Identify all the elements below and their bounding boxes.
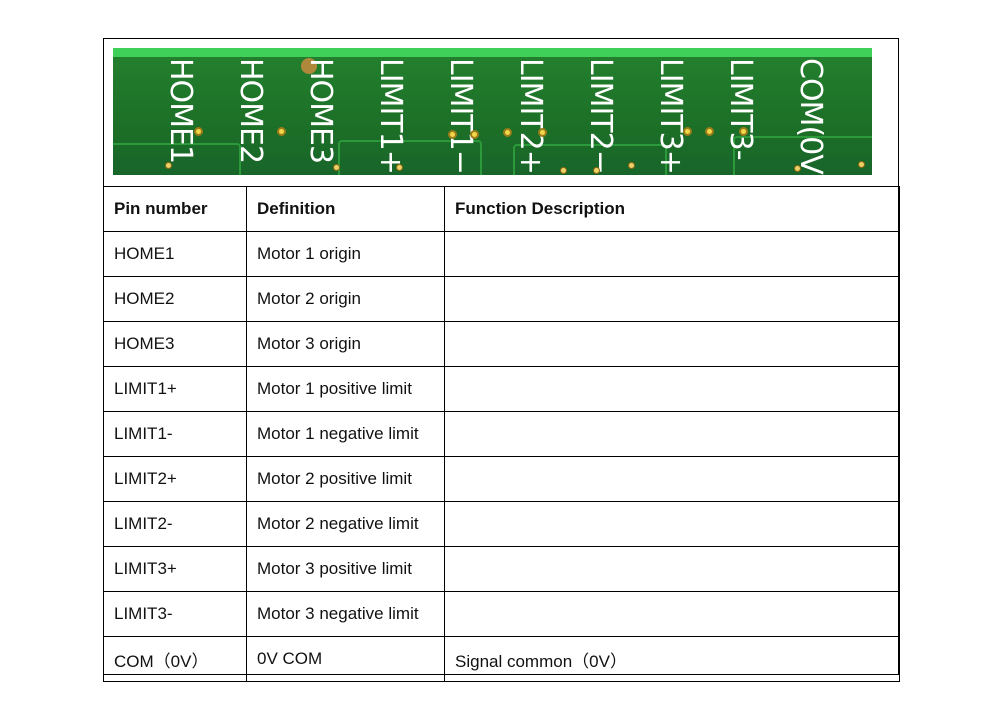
pcb-label-limit1-minus: LIMIT1− [443, 58, 478, 174]
solder-pad [683, 127, 692, 136]
pcb-trace [513, 144, 667, 175]
pin-cell: LIMIT2+ [103, 456, 247, 502]
table-row: HOME3 Motor 3 origin [103, 321, 900, 367]
solder-pad [448, 130, 457, 139]
pin-definition-table: Pin number Definition Function Descripti… [103, 186, 900, 682]
pcb-trace [733, 136, 872, 175]
pin-cell: LIMIT3+ [103, 546, 247, 592]
pin-cell: LIMIT1- [103, 411, 247, 457]
pcb-label-limit2-minus: LIMIT2− [583, 58, 618, 174]
pin-cell: HOME3 [103, 321, 247, 367]
via-hole [858, 161, 865, 168]
table-header-row: Pin number Definition Function Descripti… [103, 186, 900, 232]
solder-pad [503, 128, 512, 137]
via-hole [396, 164, 403, 171]
pin-cell: LIMIT1+ [103, 366, 247, 412]
solder-pad [705, 127, 714, 136]
pcb-label-home2: HOME2 [233, 58, 268, 164]
header-definition: Definition [246, 186, 445, 232]
definition-cell: Motor 3 negative limit [246, 591, 445, 637]
solder-blob [301, 58, 317, 74]
solder-pad [277, 127, 286, 136]
pcb-label-home1: HOME1 [163, 58, 198, 164]
pin-cell: HOME2 [103, 276, 247, 322]
pcb-label-home3: HOME3 [303, 58, 338, 164]
pcb-trace [113, 143, 241, 175]
definition-cell: Motor 1 negative limit [246, 411, 445, 457]
function-cell [444, 411, 900, 457]
via-hole [628, 162, 635, 169]
via-hole [333, 164, 340, 171]
via-hole [165, 162, 172, 169]
table-row: COM（0V） 0V COM Signal common（0V） [103, 636, 900, 682]
definition-cell: Motor 1 positive limit [246, 366, 445, 412]
via-hole [794, 165, 801, 172]
header-pin-number: Pin number [103, 186, 247, 232]
function-cell [444, 591, 900, 637]
solder-pad [470, 130, 479, 139]
definition-cell: Motor 3 positive limit [246, 546, 445, 592]
pin-cell: LIMIT2- [103, 501, 247, 547]
definition-cell: Motor 3 origin [246, 321, 445, 367]
pcb-label-limit3-plus: LIMIT3+ [653, 58, 688, 174]
function-cell [444, 231, 900, 277]
definition-cell: Motor 2 negative limit [246, 501, 445, 547]
pin-cell: COM（0V） [103, 636, 247, 682]
definition-cell: Motor 2 origin [246, 276, 445, 322]
pcb-label-limit1-plus: LIMIT1+ [373, 58, 408, 174]
function-cell [444, 276, 900, 322]
table-row: HOME2 Motor 2 origin [103, 276, 900, 322]
solder-pad [739, 127, 748, 136]
solder-pad [194, 127, 203, 136]
via-hole [560, 167, 567, 174]
definition-cell: Motor 2 positive limit [246, 456, 445, 502]
table-row: LIMIT3+ Motor 3 positive limit [103, 546, 900, 592]
via-hole [593, 167, 600, 174]
function-cell [444, 321, 900, 367]
pin-cell: HOME1 [103, 231, 247, 277]
pcb-label-limit3-minus: LIMIT3- [723, 58, 758, 160]
table-row: LIMIT2+ Motor 2 positive limit [103, 456, 900, 502]
definition-cell: 0V COM [246, 636, 445, 682]
table-row: LIMIT3- Motor 3 negative limit [103, 591, 900, 637]
table-row: LIMIT1- Motor 1 negative limit [103, 411, 900, 457]
header-function-description: Function Description [444, 186, 900, 232]
table-row: HOME1 Motor 1 origin [103, 231, 900, 277]
definition-cell: Motor 1 origin [246, 231, 445, 277]
connector-strip [113, 48, 872, 57]
function-cell [444, 501, 900, 547]
pin-cell: LIMIT3- [103, 591, 247, 637]
function-cell [444, 546, 900, 592]
table-row: LIMIT1+ Motor 1 positive limit [103, 366, 900, 412]
table-row: LIMIT2- Motor 2 negative limit [103, 501, 900, 547]
function-cell [444, 456, 900, 502]
pcb-trace [338, 140, 482, 175]
pcb-label-com: COM(0V) [793, 58, 828, 175]
pcb-photo: HOME1 HOME2 HOME3 LIMIT1+ LIMIT1− LIMIT2… [113, 48, 872, 175]
solder-pad [538, 128, 547, 137]
function-cell: Signal common（0V） [444, 636, 900, 682]
pcb-label-limit2-plus: LIMIT2+ [513, 58, 548, 174]
function-cell [444, 366, 900, 412]
